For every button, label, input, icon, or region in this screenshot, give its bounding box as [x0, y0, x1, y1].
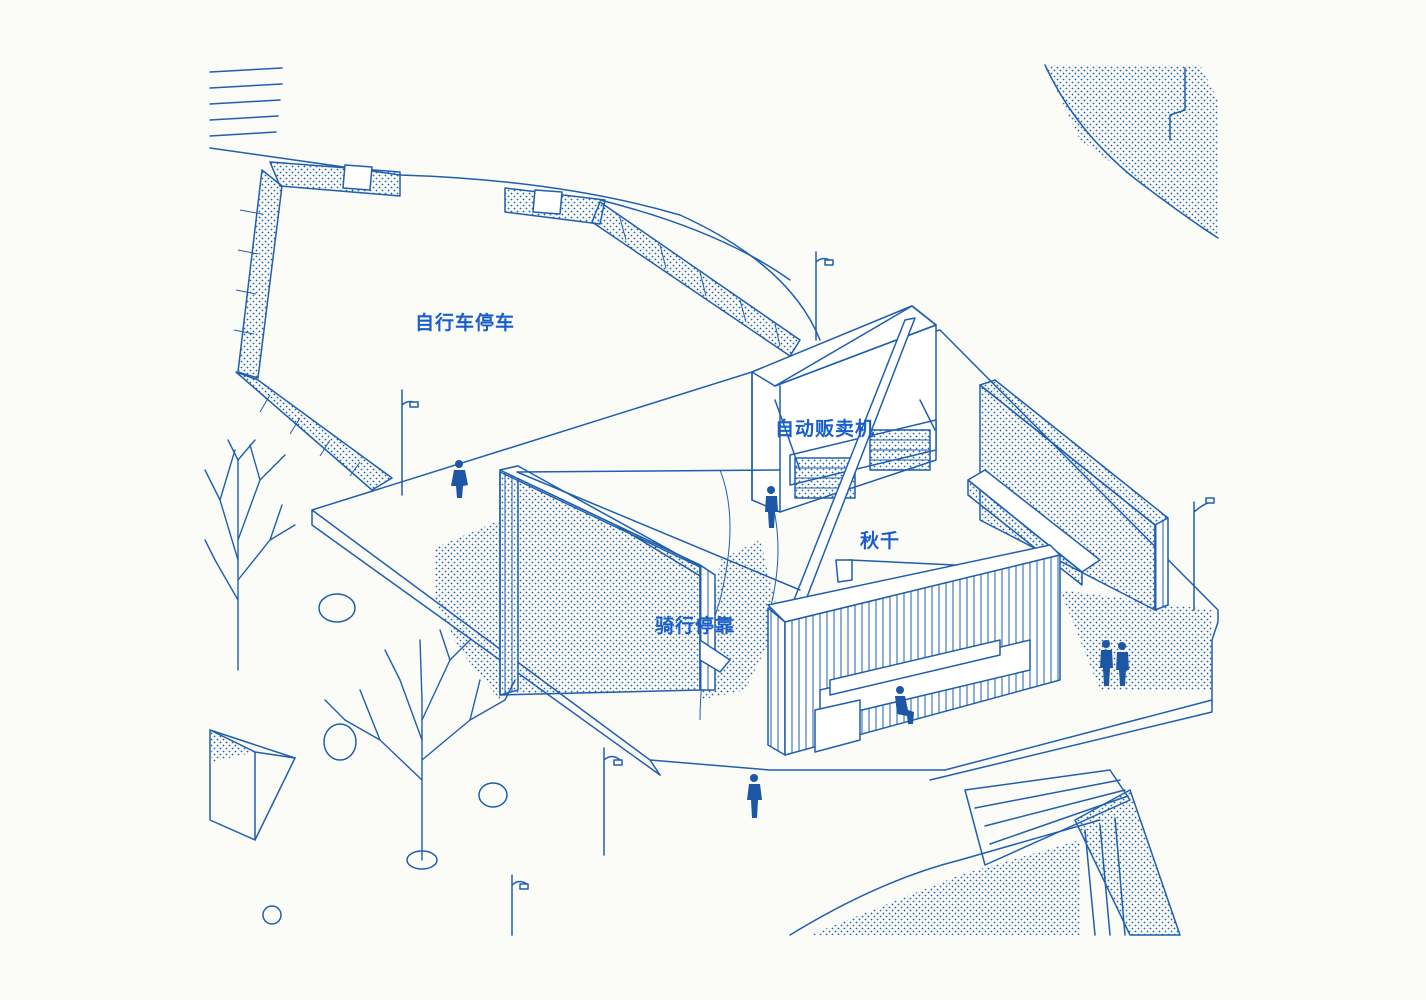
person-pair-2	[1116, 642, 1129, 686]
crosswalk	[209, 67, 283, 137]
label-swing: 秋千	[860, 530, 901, 552]
right-wall	[967, 379, 1169, 611]
person-pair-1	[1100, 640, 1113, 686]
person-standing-2	[765, 486, 778, 528]
person-sitting	[895, 686, 914, 724]
tree-left	[204, 439, 296, 671]
stairs	[964, 769, 1181, 936]
front-pavilion	[767, 544, 1061, 756]
label-bike-stop: 骑行停靠	[655, 615, 736, 637]
street-lamps	[401, 251, 1215, 936]
person-walking-1	[451, 460, 468, 498]
bike-stop-wall	[499, 465, 731, 696]
tree-center	[324, 629, 516, 861]
pyramid-object	[209, 729, 296, 841]
person-figures	[451, 460, 1129, 818]
road-lines	[209, 147, 821, 341]
label-bike-parking: 自行车停车	[415, 312, 516, 334]
person-walking-3	[747, 774, 762, 818]
label-vending-machine: 自动贩卖机	[775, 418, 876, 440]
bike-parking-enclosure	[233, 161, 801, 491]
top-right-planter	[1044, 64, 1219, 239]
